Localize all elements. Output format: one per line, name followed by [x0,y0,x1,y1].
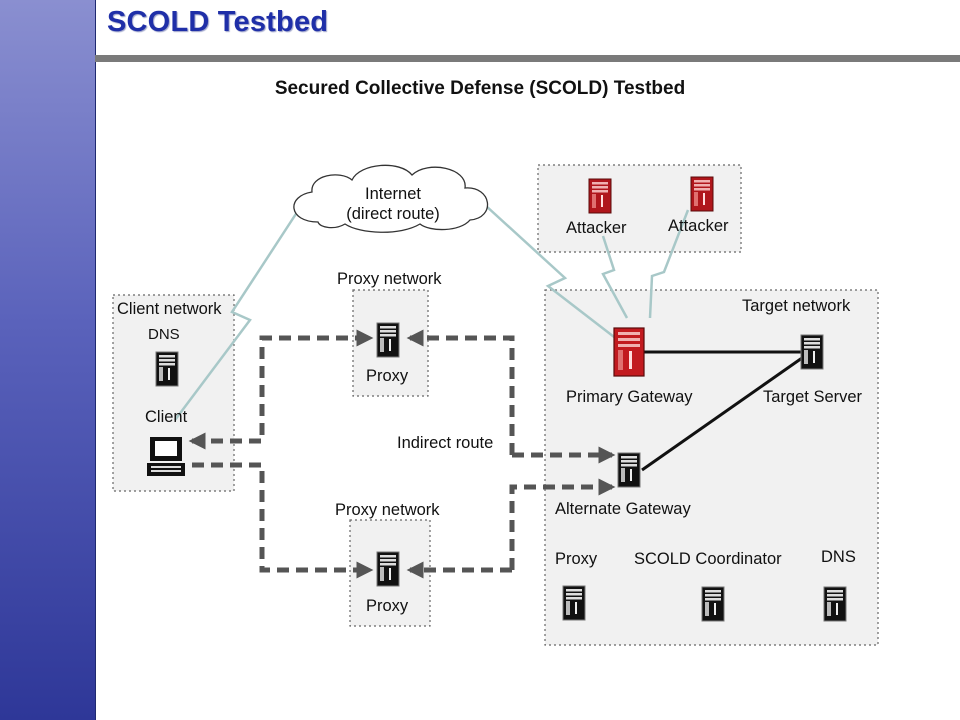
indirect-route-label: Indirect route [397,434,493,452]
attacker-server-icon [588,178,612,214]
alternate-target-link [641,356,803,472]
server-icon [800,334,824,370]
primary-gateway-icon [613,327,645,377]
cloud-icon [293,164,489,233]
attacker-server-icon [690,176,714,212]
proxy-top-label: Proxy [366,367,409,385]
slide-sidebar [0,0,96,720]
target-proxy-label: Proxy [555,550,598,568]
scold-coordinator-label: SCOLD Coordinator [634,550,782,568]
internet-cloud: Internet (direct route) [293,164,489,233]
proxy-bottom-label: Proxy [366,597,409,615]
computer-icon [147,437,185,476]
server-icon [562,585,586,621]
diagram-title: Secured Collective Defense (SCOLD) Testb… [275,78,685,99]
alternate-gateway-label: Alternate Gateway [555,500,691,518]
attacker-label-1: Attacker [566,219,627,237]
slide-title: SCOLD Testbed [107,6,329,38]
client-network-label: Client network [117,300,222,318]
client-label: Client [145,408,188,426]
proxy-network-bottom-label: Proxy network [335,501,440,519]
server-icon [376,551,400,587]
title-rule [95,55,960,62]
internet-label-line1: Internet [365,185,421,203]
attacker-label-2: Attacker [668,217,729,235]
target-network-label: Target network [742,297,851,315]
server-icon [617,452,641,488]
server-icon [823,586,847,622]
client-network-box [112,294,235,492]
target-dns-label: DNS [821,548,856,566]
scold-diagram: Secured Collective Defense (SCOLD) Testb… [112,78,879,646]
target-server-label: Target Server [763,388,863,406]
client-dns-label: DNS [148,326,180,343]
lightning-links [174,199,690,421]
server-icon [701,586,725,622]
server-icon [155,351,179,387]
indirect-routes [188,329,616,579]
primary-gateway-label: Primary Gateway [566,388,693,406]
server-icon [376,322,400,358]
proxy-network-top-label: Proxy network [337,270,442,288]
internet-label-line2: (direct route) [346,205,440,223]
